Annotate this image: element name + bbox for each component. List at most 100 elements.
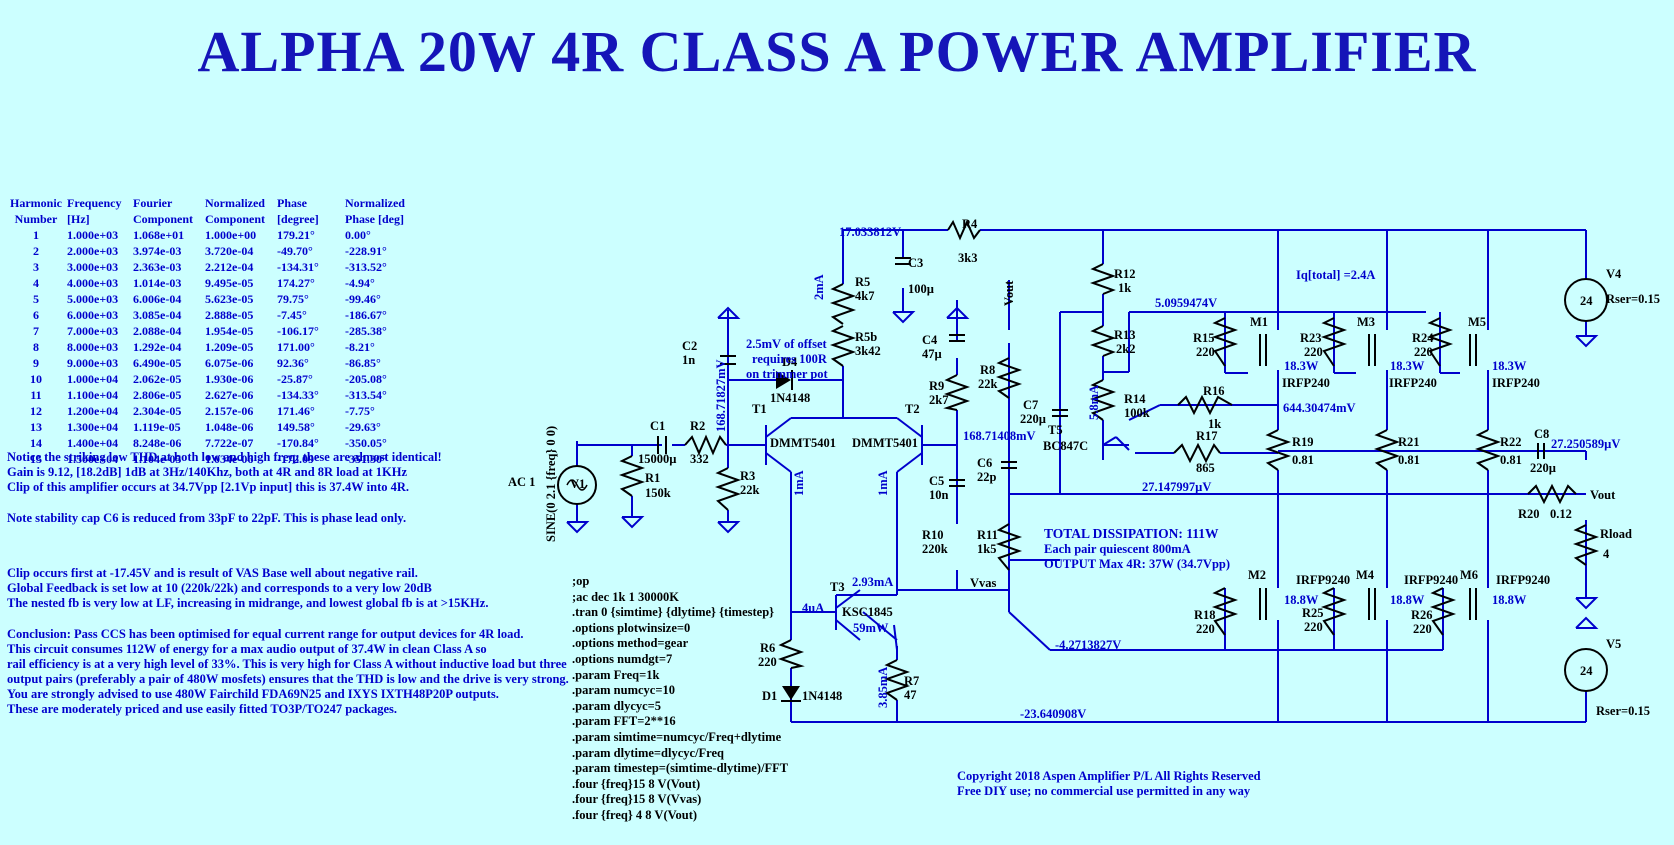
label-d4: D4 (782, 355, 798, 369)
readout-v-t5e: 27.147997µV (1142, 480, 1211, 494)
table-cell: 171.46° (277, 404, 315, 418)
label-m4-value: IRFP9240 (1404, 573, 1458, 587)
notes-thd: Notice the striking low THD at both low … (7, 450, 442, 495)
label-r15: R15 (1193, 331, 1215, 345)
table-cell: 4 (33, 276, 39, 290)
label-r1-value: 150k (645, 486, 671, 500)
label-r3-value: 22k (740, 483, 760, 497)
table-cell: 1.400e+04 (67, 436, 119, 450)
label-c4: C4 (922, 333, 938, 347)
label-r13: R13 (1114, 328, 1136, 342)
label-t3-value: KSC1845 (842, 605, 893, 619)
table-cell: 4.000e+03 (67, 276, 119, 290)
column-header: Phase (277, 196, 307, 210)
notes-clip: Clip occurs first at -17.45V and is resu… (7, 566, 488, 611)
readout-i-4ua: 4uA (802, 601, 824, 615)
label-c5-value: 10n (929, 488, 949, 502)
offset-note-line: on trimmer pot (746, 367, 829, 381)
table-cell: 3.085e-04 (133, 308, 182, 322)
table-cell: 7 (33, 324, 39, 338)
label-r11: R11 (977, 528, 998, 542)
label-t5-value: BC847C (1043, 439, 1088, 453)
table-cell: 171.00° (277, 340, 315, 354)
table-cell: 1.119e-05 (133, 420, 181, 434)
table-cell: 1.200e+04 (67, 404, 119, 418)
readout-i-1ma-a: 1mA (792, 470, 806, 496)
label-c3: C3 (908, 256, 923, 270)
table-cell: -99.46° (345, 292, 381, 306)
table-cell: 7.000e+03 (67, 324, 119, 338)
label-r14-value: 100k (1124, 406, 1150, 420)
table-cell: 8.248e-06 (133, 436, 182, 450)
table-cell: 2.088e-04 (133, 324, 182, 338)
table-cell: 1.014e-03 (133, 276, 182, 290)
table-cell: 2.363e-03 (133, 260, 182, 274)
label-r10: R10 (922, 528, 944, 542)
label-t1-value: DMMT5401 (770, 436, 836, 450)
label-r10-value: 220k (922, 542, 948, 556)
table-cell: 2.062e-05 (133, 372, 182, 386)
note-line: .options numdgt=7 (572, 651, 673, 666)
offset-note-line: 2.5mV of offset (746, 337, 827, 351)
label-r5: R5 (855, 275, 870, 289)
table-cell: -86.85° (345, 356, 381, 370)
label-m3: M3 (1357, 315, 1375, 329)
readout-i-385ma: 3.85mA (876, 667, 890, 708)
label-r13-value: 2k2 (1116, 342, 1135, 356)
dc-source-v5-icon (1564, 648, 1608, 692)
note-line: These are moderately priced and use easi… (7, 702, 398, 716)
label-r2-value: 332 (690, 452, 709, 466)
table-cell: 79.75° (277, 292, 309, 306)
summary-line: Each pair quiescent 800mA (1044, 542, 1191, 556)
table-cell: 2.212e-04 (205, 260, 254, 274)
note-line: .param timestep=(simtime-dlytime)/FFT (572, 761, 789, 776)
readout-i-58ma: 5.8mA (1087, 385, 1101, 420)
note-line: Conclusion: Pass CCS has been optimised … (7, 627, 524, 641)
readout-v-neg: -4.2713827V (1055, 638, 1121, 652)
table-cell: 1.000e+03 (67, 228, 119, 242)
label-v5-rser: Rser=0.15 (1596, 704, 1650, 718)
table-cell: -29.63° (345, 420, 381, 434)
label-t3: T3 (830, 580, 845, 594)
label-r8: R8 (980, 363, 995, 377)
readout-v-c8: 27.250589µV (1551, 437, 1620, 451)
table-cell: 3.720e-04 (205, 244, 254, 258)
note-line: Clip occurs first at -17.45V and is resu… (7, 566, 418, 580)
label-d4-value: 1N4148 (770, 391, 810, 405)
label-sine: SINE(0 2.1 {freq} 0 0) (544, 426, 558, 542)
note-line: .options plotwinsize=0 (572, 620, 691, 635)
note-line: Global Feedback is set low at 10 (220k/2… (7, 581, 432, 595)
label-r12-value: 1k (1118, 281, 1131, 295)
table-cell: -313.54° (345, 388, 387, 402)
readout-v-c2: 168.71827mV (714, 359, 728, 432)
label-r25: R25 (1302, 606, 1324, 620)
table-cell: 179.21° (277, 228, 315, 242)
label-rload: Rload (1600, 527, 1632, 541)
label-c3-value: 100µ (908, 282, 934, 296)
table-cell: 0.00° (345, 228, 371, 242)
note-line: .tran 0 {simtime} {dlytime} {timestep} (572, 605, 775, 620)
table-cell: 2.806e-05 (133, 388, 182, 402)
table-cell: 8.000e+03 (67, 340, 119, 354)
table-cell: 15 (30, 452, 42, 466)
table-cell: -49.70° (277, 244, 313, 258)
label-r5b-value: 3k42 (855, 344, 881, 358)
label-r23: R23 (1300, 331, 1322, 345)
label-r5b: R5b (855, 330, 877, 344)
table-cell: 10 (30, 372, 42, 386)
label-r16-value: 1k (1208, 417, 1221, 431)
table-cell: -25.87° (277, 372, 313, 386)
note-line: rail efficiency is at a very high level … (7, 657, 567, 671)
readout-p-m4: 18.8W (1390, 593, 1425, 607)
label-r22-value: 0.81 (1500, 453, 1522, 467)
column-header: Phase [deg] (345, 212, 404, 226)
note-line: This circuit consumes 112W of energy for… (7, 642, 487, 656)
label-c1-value: 15000µ (638, 452, 676, 466)
notes-conclusion: Conclusion: Pass CCS has been optimised … (7, 627, 569, 717)
note-line: .param simtime=numcyc/Freq+dlytime (572, 729, 782, 744)
